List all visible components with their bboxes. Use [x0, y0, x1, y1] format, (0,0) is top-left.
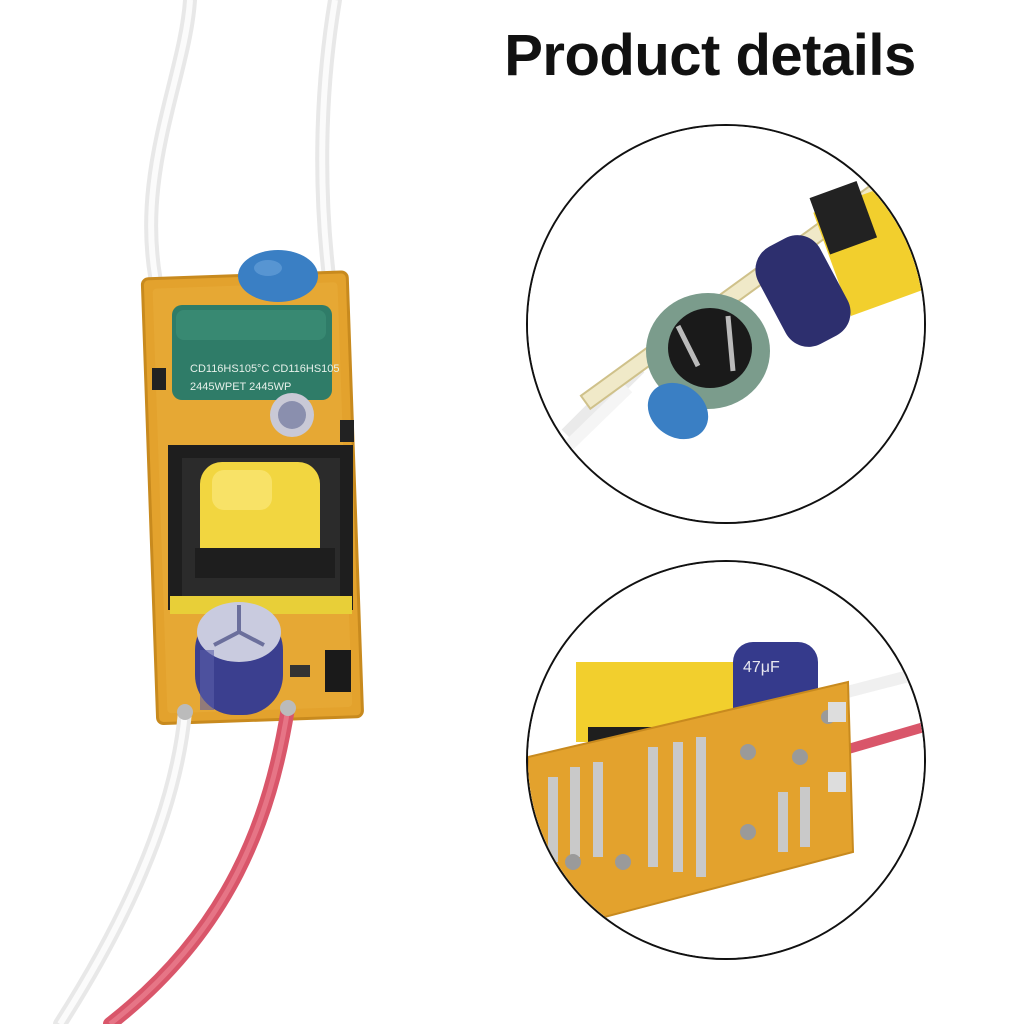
- resistor: [290, 665, 310, 677]
- film-capacitor: CD116HS105°C CD116HS105 2445WPET 2445WP: [172, 305, 340, 400]
- page-title: Product details: [504, 23, 916, 88]
- large-electrolytic-capacitor: [195, 602, 283, 715]
- ic-chip: [325, 650, 351, 692]
- led-driver-main-photo: CD116HS105°C CD116HS105 2445WPET 2445WP: [53, 0, 364, 1024]
- blue-ceramic-capacitor: [647, 382, 709, 440]
- film-capacitor-label-2: 2445WPET 2445WP: [190, 381, 291, 393]
- detail-view-capacitors: [526, 124, 926, 524]
- ceramic-capacitor: [238, 250, 318, 302]
- transformer: [168, 445, 353, 614]
- film-capacitor-label-1: CD116HS105°C CD116HS105: [190, 363, 340, 375]
- pcb-bottom: [528, 680, 855, 939]
- capacitor-value-label: 47μF: [743, 659, 780, 676]
- dark-blue-capacitor: [755, 235, 851, 347]
- detail-view-pcb-traces: 47μF: [526, 560, 926, 960]
